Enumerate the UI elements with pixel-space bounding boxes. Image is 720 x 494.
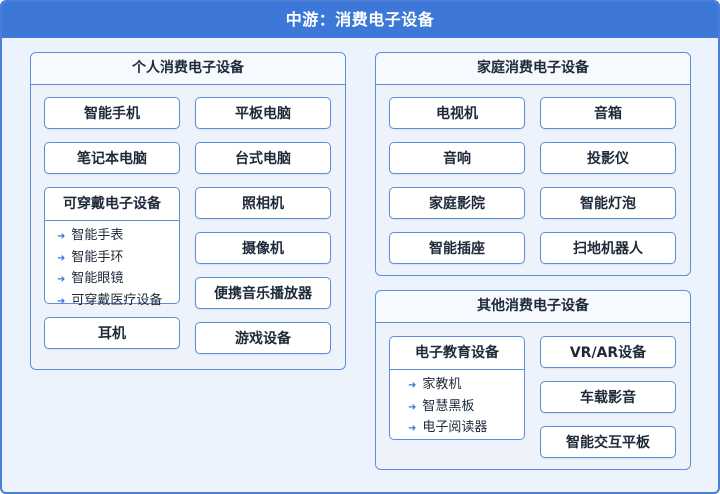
- item-robot-vacuum: 扫地机器人: [540, 232, 676, 264]
- list-item: ➜电子阅读器: [408, 418, 524, 440]
- item-tablet: 平板电脑: [195, 97, 331, 129]
- item-smart-plug: 智能插座: [389, 232, 525, 264]
- item-smartphone: 智能手机: [44, 97, 180, 129]
- item-car-av: 车载影音: [540, 381, 676, 413]
- personal-panel-title: 个人消费电子设备: [31, 53, 345, 85]
- arrow-icon: ➜: [57, 231, 66, 242]
- list-item: ➜可穿戴医疗设备: [57, 291, 179, 313]
- item-camcorder: 摄像机: [195, 232, 331, 264]
- education-group: 电子教育设备 ➜家教机 ➜智慧黑板 ➜电子阅读器: [389, 336, 525, 440]
- wearable-group-title: 可穿戴电子设备: [45, 188, 179, 221]
- item-vr-ar: VR/AR设备: [540, 336, 676, 368]
- wearable-group: 可穿戴电子设备 ➜智能手表 ➜智能手环 ➜智能眼镜 ➜可穿戴医疗设备: [44, 187, 180, 308]
- item-tv: 电视机: [389, 97, 525, 129]
- list-item: ➜智能手表: [57, 226, 179, 248]
- item-smart-panel: 智能交互平板: [540, 426, 676, 458]
- item-gaming-device: 游戏设备: [195, 322, 331, 354]
- item-headphones: 耳机: [44, 317, 180, 349]
- home-panel-title: 家庭消费电子设备: [376, 53, 690, 85]
- list-item: ➜智能眼镜: [57, 269, 179, 291]
- list-item: ➜智慧黑板: [408, 397, 524, 419]
- diagram-title: 中游：消费电子设备: [2, 2, 718, 38]
- education-list: ➜家教机 ➜智慧黑板 ➜电子阅读器: [390, 370, 524, 440]
- item-home-theater: 家庭影院: [389, 187, 525, 219]
- item-smart-bulb: 智能灯泡: [540, 187, 676, 219]
- arrow-icon: ➜: [408, 423, 417, 434]
- arrow-icon: ➜: [57, 295, 66, 307]
- arrow-icon: ➜: [408, 401, 417, 413]
- item-desktop: 台式电脑: [195, 142, 331, 174]
- item-music-player: 便携音乐播放器: [195, 277, 331, 309]
- item-projector: 投影仪: [540, 142, 676, 174]
- list-item: ➜家教机: [408, 375, 524, 397]
- item-camera: 照相机: [195, 187, 331, 219]
- item-audio: 音响: [389, 142, 525, 174]
- education-group-title: 电子教育设备: [390, 337, 524, 370]
- item-speaker-box: 音箱: [540, 97, 676, 129]
- arrow-icon: ➜: [57, 252, 66, 264]
- arrow-icon: ➜: [57, 274, 66, 285]
- item-laptop: 笔记本电脑: [44, 142, 180, 174]
- other-panel-title: 其他消费电子设备: [376, 291, 690, 323]
- list-item: ➜智能手环: [57, 248, 179, 270]
- wearable-list: ➜智能手表 ➜智能手环 ➜智能眼镜 ➜可穿戴医疗设备: [45, 221, 179, 312]
- arrow-icon: ➜: [408, 380, 417, 391]
